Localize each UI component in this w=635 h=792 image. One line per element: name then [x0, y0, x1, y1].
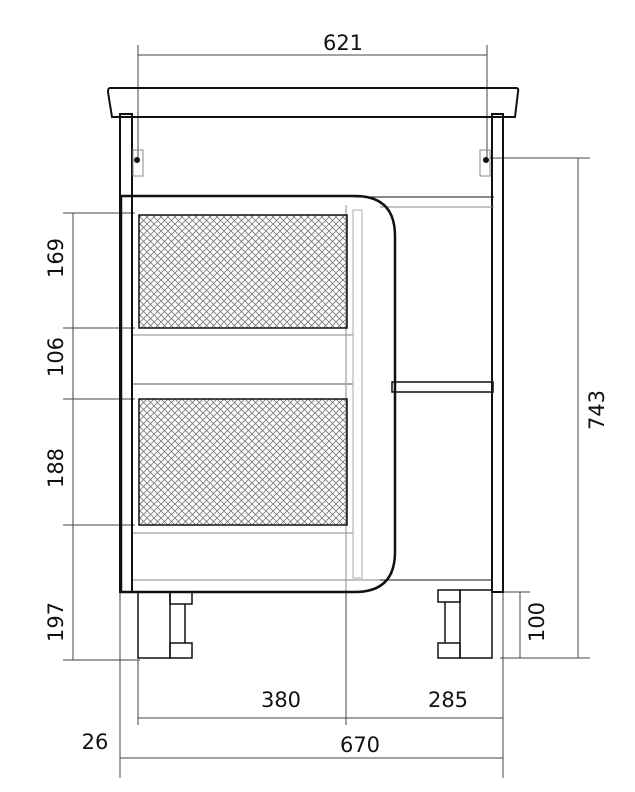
left-mount-point: [134, 157, 140, 163]
shelf: [391, 381, 494, 393]
dim-gap: 106: [44, 337, 68, 377]
dim-leg-height: 100: [525, 602, 549, 642]
dim-total-width: 670: [340, 733, 380, 757]
dim-top-width: 621: [323, 31, 363, 55]
door-edge: [352, 209, 363, 579]
dim-lower-drawer: 188: [44, 448, 68, 488]
upper-mesh-panel: [138, 214, 348, 329]
dim-upper-drawer: 169: [44, 238, 68, 278]
dim-left-section: 380: [261, 688, 301, 712]
countertop: [106, 87, 520, 118]
dim-side-offset: 26: [82, 730, 109, 754]
right-bracket: [479, 149, 491, 177]
right-post: [491, 113, 504, 593]
right-leg: [437, 589, 493, 659]
lower-mesh-panel: [138, 398, 348, 526]
left-bracket: [132, 149, 144, 177]
dim-right-section: 285: [428, 688, 468, 712]
dim-base: 197: [44, 602, 68, 642]
left-leg: [137, 591, 193, 659]
dim-total-height: 743: [585, 390, 609, 430]
door-outline: [119, 194, 397, 594]
right-mount-point: [483, 157, 489, 163]
